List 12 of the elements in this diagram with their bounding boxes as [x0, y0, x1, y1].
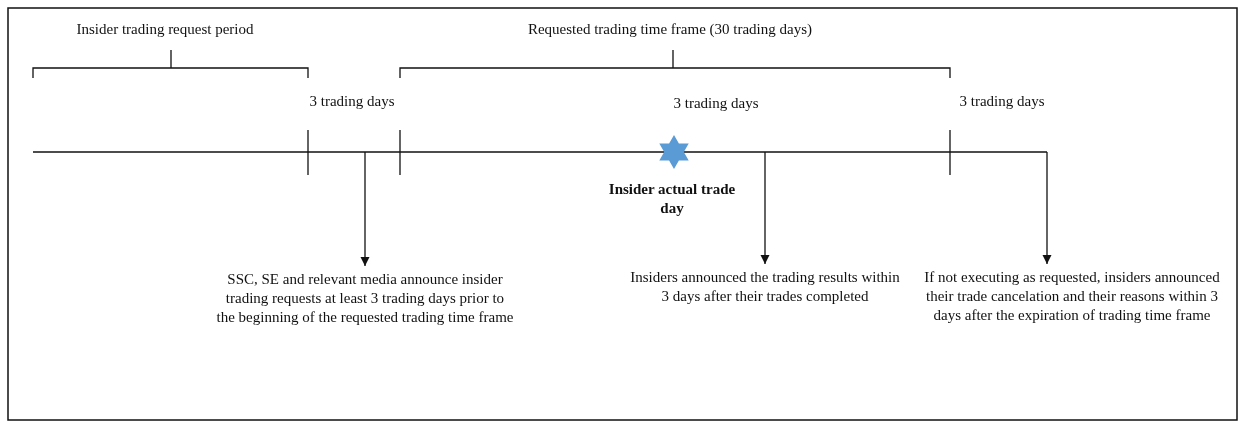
marker-label: Insider actual trade day [607, 180, 737, 218]
bracket-label: Insider trading request period [75, 20, 255, 39]
duration-label: 3 trading days [672, 94, 760, 113]
duration-label: 3 trading days [308, 92, 396, 111]
bracket-label: Requested trading time frame (30 trading days) [526, 20, 814, 39]
arrow [360, 151, 370, 267]
arrow [1042, 151, 1052, 265]
arrow [760, 151, 770, 265]
annotation-text: SSC, SE and relevant media announce insider trading requests at least 3 trading days prior to the beginning of the requested trading time frame [215, 270, 515, 327]
annotation-text: If not executing as requested, insiders announced their trade cancelation and their reasons within 3 days after the expiration of trading time frame [923, 268, 1221, 325]
duration-label: 3 trading days [958, 92, 1046, 111]
annotation-text: Insiders announced the trading results within 3 days after their trades completed [630, 268, 900, 306]
